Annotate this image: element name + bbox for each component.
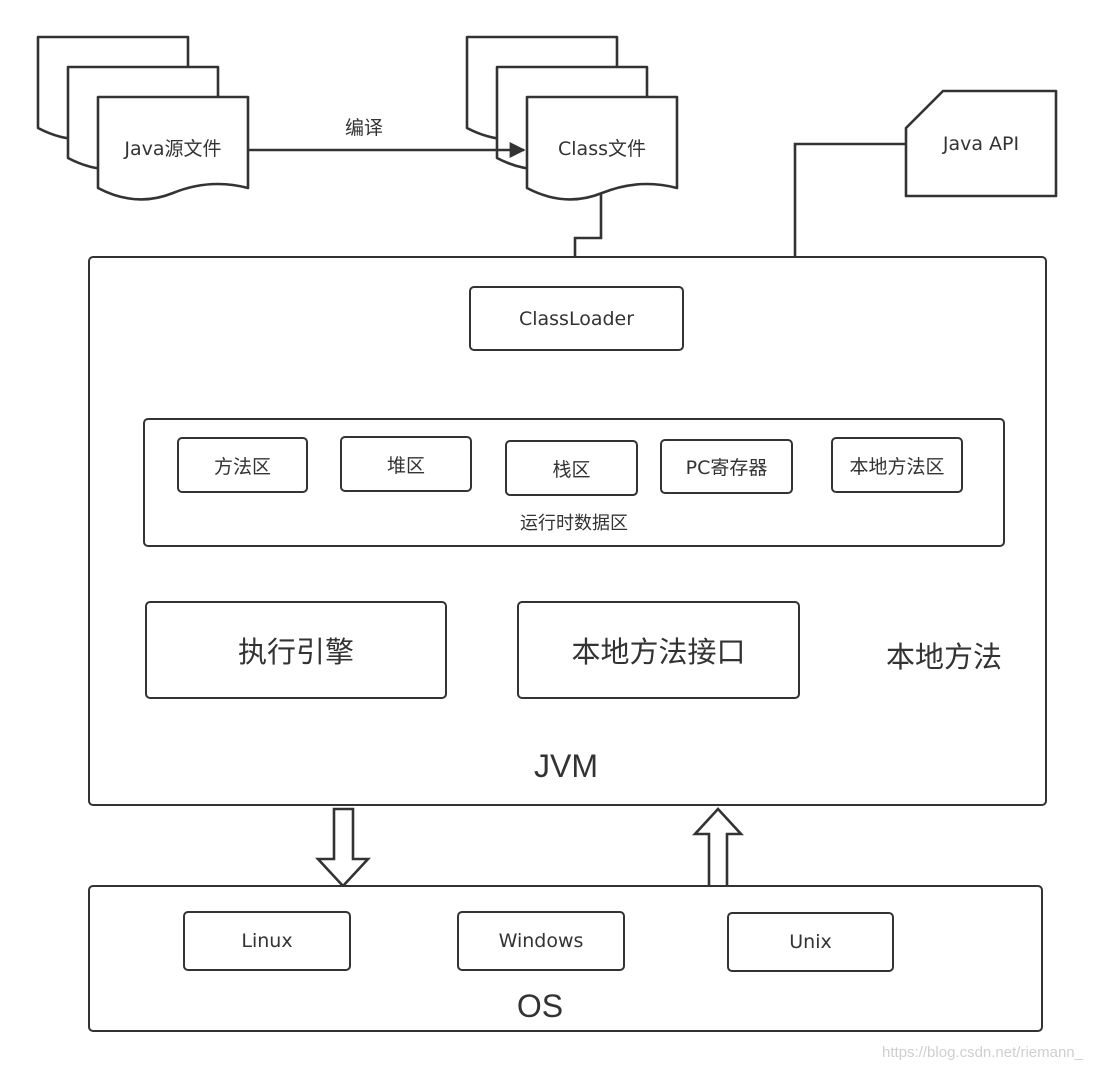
source-files-shape — [36, 35, 250, 201]
jvm-to-os-arrow — [315, 807, 371, 888]
native-methods-label: 本地方法 — [886, 640, 1003, 674]
class-files-label: Class文件 — [558, 138, 646, 160]
compile-label: 编译 — [344, 117, 383, 139]
pc-register-box: PC寄存器 — [660, 439, 793, 494]
watermark: https://blog.csdn.net/riemann_ — [882, 1044, 1083, 1061]
os-to-jvm-arrow — [692, 807, 744, 889]
windows-label: Windows — [498, 930, 584, 952]
method-area-box: 方法区 — [177, 437, 308, 493]
windows-box: Windows — [457, 911, 625, 971]
runtime-area-title: 运行时数据区 — [520, 513, 628, 534]
native-method-area-box: 本地方法区 — [831, 437, 963, 493]
jvm-title: JVM — [534, 748, 598, 784]
execution-engine-label: 执行引擎 — [237, 635, 354, 669]
method-area-label: 方法区 — [213, 455, 271, 478]
java-api-shape — [904, 89, 1058, 198]
linux-box: Linux — [183, 911, 351, 971]
heap-label: 堆区 — [386, 454, 425, 477]
native-interface-label: 本地方法接口 — [571, 635, 746, 669]
class-files-shape — [465, 35, 679, 201]
stack-box: 栈区 — [505, 440, 638, 496]
linux-label: Linux — [241, 930, 293, 952]
heap-box: 堆区 — [340, 436, 472, 492]
pc-register-label: PC寄存器 — [685, 457, 768, 479]
unix-box: Unix — [727, 912, 894, 972]
native-interface-box: 本地方法接口 — [517, 601, 800, 699]
native-method-area-label: 本地方法区 — [849, 455, 945, 478]
classloader-label: ClassLoader — [518, 307, 635, 330]
execution-engine-box: 执行引擎 — [145, 601, 447, 699]
classloader-box: ClassLoader — [469, 286, 684, 351]
unix-label: Unix — [789, 931, 832, 953]
source-files-label: Java源文件 — [124, 138, 222, 160]
stack-label: 栈区 — [552, 458, 591, 481]
java-api-label: Java API — [942, 133, 1020, 155]
os-title: OS — [516, 988, 564, 1024]
